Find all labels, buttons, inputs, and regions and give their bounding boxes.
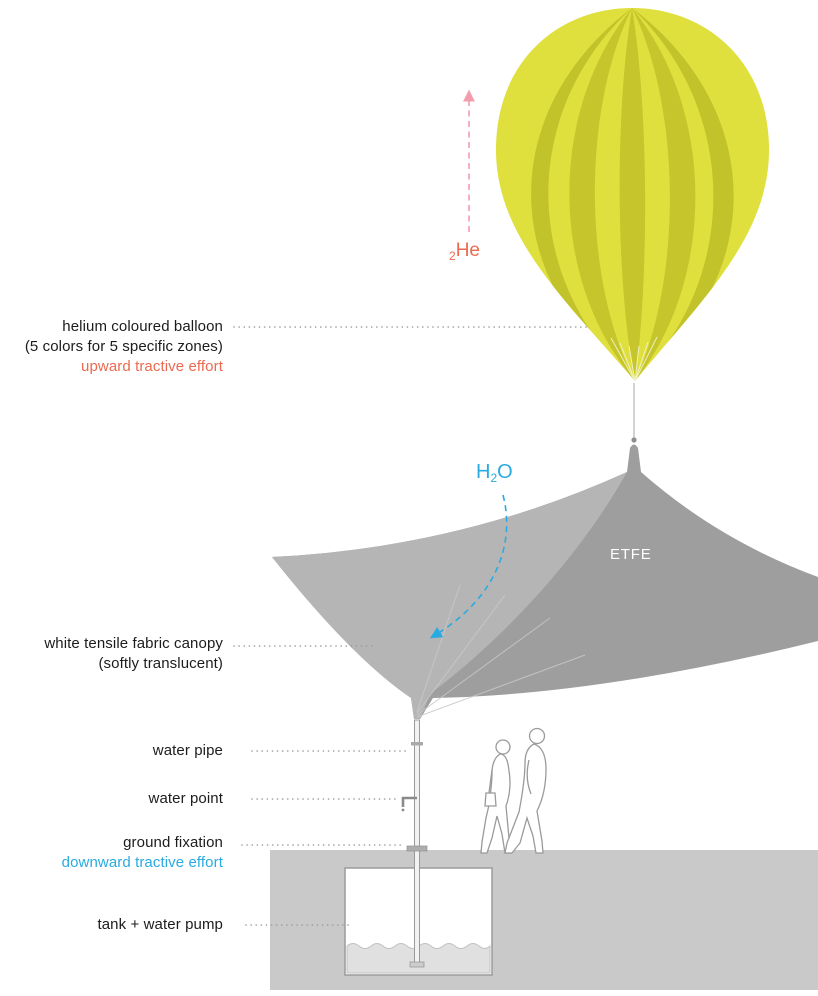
helium-subscript: 2 [449,249,456,263]
canopy-annotation: white tensile fabric canopy (softly tran… [0,634,223,674]
balloon-cables [610,336,658,381]
person-right-head [528,727,546,745]
water-pipe-shaft [414,719,420,967]
water-flow-arrow [429,494,508,639]
water-o: O [497,461,513,483]
canopy-fold-lines [416,584,586,718]
helium-symbol: 2He [449,241,480,266]
water-tap [401,796,417,807]
balloon-gore-dark [632,8,696,381]
water-point-annotation: water point [0,789,223,809]
water-pipe-annotation: water pipe [0,741,223,761]
person-left-bag-strap [488,769,493,794]
tank-annotation: tank + water pump [0,915,223,935]
person-left-bag [484,792,497,807]
balloon-gore-dark [569,8,635,381]
fixation-annotation: ground fixation downward tractive effort [0,833,223,873]
tensile-canopy [272,437,818,719]
person-left-head [495,739,511,755]
ground-fixation-label: ground fixation [123,834,223,851]
water-h: H [476,461,491,483]
balloon-gores [531,8,734,381]
tank-label: tank + water pump [97,916,223,933]
ground-fixation-plate [406,845,428,852]
canopy-label-line1: white tensile fabric canopy [44,635,223,652]
water-drop [401,808,405,812]
water-pipe-assembly [401,719,428,968]
canopy-front-surface [272,472,627,719]
balloon-gore-dark [619,8,646,381]
balloon-gore-dark [632,8,734,381]
balloon-gore-dark [531,8,635,381]
person-right-body [504,743,547,854]
water-point-label: water point [148,790,223,807]
water-symbol: H2O [476,462,513,488]
mast-finial [631,437,637,443]
downward-effort-label: downward tractive effort [61,854,223,871]
balloon-label-line1: helium coloured balloon [62,318,223,335]
balloon-annotation: helium coloured balloon (5 colors for 5 … [0,317,223,377]
water-pipe-label: water pipe [152,742,223,759]
person-right-arm [526,759,532,795]
helium-element: He [455,240,480,261]
pump-foot [409,961,425,968]
water-subscript: 2 [490,471,498,485]
etfe-material-label: ETFE [610,546,652,563]
leader-lines [233,326,589,926]
balloon-label-line2: (5 colors for 5 specific zones) [24,338,223,355]
people-silhouettes [480,727,547,854]
canopy-label-line2: (softly translucent) [98,655,223,672]
upward-effort-label: upward tractive effort [81,358,223,375]
pipe-collar [411,742,423,746]
helium-balloon [495,8,770,440]
